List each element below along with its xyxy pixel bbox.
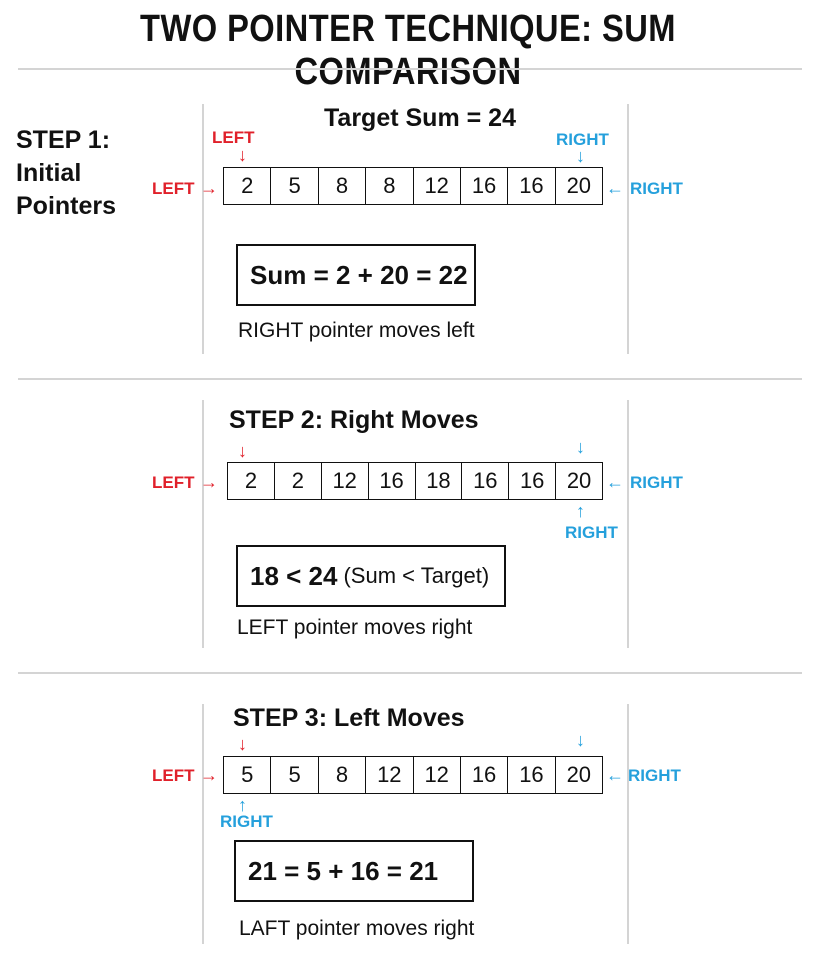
down-arrow-icon: ↓ xyxy=(238,441,247,461)
down-arrow-icon: ↓ xyxy=(238,145,247,165)
step2-right-rule xyxy=(627,400,629,648)
step2-sum-condition: (Sum < Target) xyxy=(343,563,490,588)
array-cell: 16 xyxy=(508,463,555,499)
step2-sum-comparison: 18 < 24 xyxy=(250,560,338,591)
down-arrow-icon: ↓ xyxy=(238,734,247,754)
down-arrow-icon: ↓ xyxy=(576,730,585,750)
array-cell: 5 xyxy=(270,168,317,204)
array-cell: 2 xyxy=(273,463,321,499)
array-cell: 8 xyxy=(365,168,412,204)
step1-sum-box: Sum = 2 + 20 = 22 xyxy=(236,244,476,306)
step2-sum-box: 18 < 24 (Sum < Target) xyxy=(236,545,506,607)
left-arrow-icon: ← xyxy=(606,765,624,785)
array-cell: 18 xyxy=(414,463,462,499)
array-cell: 16 xyxy=(507,168,554,204)
array-cell: 16 xyxy=(507,757,554,793)
up-arrow-icon: ↑ xyxy=(576,501,585,521)
left-arrow-icon: ← xyxy=(606,472,624,492)
step2-right-bottom-label: RIGHT xyxy=(565,523,618,542)
array-cell: 16 xyxy=(461,463,508,499)
step3-left-side-label: LEFT xyxy=(152,766,195,785)
right-arrow-icon: → xyxy=(200,178,218,198)
step2-left-side-label: LEFT xyxy=(152,473,195,492)
right-arrow-icon: → xyxy=(200,765,218,785)
left-arrow-icon: ← xyxy=(606,178,624,198)
step1-right-rule xyxy=(627,104,629,354)
step1-array: 2 5 8 8 12 16 16 20 xyxy=(223,167,603,205)
step1-left-top-label: LEFT xyxy=(212,128,255,147)
step2-left-rule xyxy=(202,400,204,648)
right-arrow-icon: → xyxy=(200,472,218,492)
divider-step2-step3 xyxy=(18,672,802,674)
array-cell: 8 xyxy=(317,757,365,793)
array-cell: 20 xyxy=(554,168,602,204)
array-cell: 16 xyxy=(367,463,415,499)
array-cell: 5 xyxy=(241,762,254,787)
array-cell: 16 xyxy=(459,757,507,793)
array-cell: 12 xyxy=(412,757,460,793)
step1-right-side-label: RIGHT xyxy=(630,179,683,198)
step2-note: LEFT pointer moves right xyxy=(237,616,473,639)
up-arrow-icon: ↑ xyxy=(238,795,247,815)
down-arrow-icon: ↓ xyxy=(576,437,585,457)
array-cell: 12 xyxy=(412,168,460,204)
array-cell: 2 xyxy=(244,468,258,493)
array-cell: 12 xyxy=(320,463,368,499)
step3-sum-box: 21 = 5 + 16 = 21 xyxy=(234,840,474,902)
array-cell: 20 xyxy=(555,463,602,499)
step3-heading: STEP 3: Left Moves xyxy=(233,704,465,732)
step1-label-line1: STEP 1: xyxy=(16,126,111,154)
step3-right-side-label: RIGHT xyxy=(628,766,681,785)
down-arrow-icon: ↓ xyxy=(576,146,585,166)
step1-note: RIGHT pointer moves left xyxy=(238,319,475,342)
array-cell: 5 xyxy=(270,757,317,793)
step1-label-line2: Initial xyxy=(16,159,82,187)
step2-right-side-label: RIGHT xyxy=(630,473,683,492)
step3-array: 5 5 8 12 12 16 16 20 xyxy=(223,756,603,794)
top-divider xyxy=(18,68,802,70)
array-cell: 12 xyxy=(365,757,412,793)
divider-step1-step2 xyxy=(18,378,802,380)
step1-left-side-label: LEFT xyxy=(152,179,195,198)
array-cell: 20 xyxy=(554,757,602,793)
step3-left-rule xyxy=(202,704,204,944)
page-title: TWO POINTER TECHNIQUE: SUM COMPARISON xyxy=(140,8,676,93)
step1-label-line3: Pointers xyxy=(16,192,117,220)
step3-right-rule xyxy=(627,704,629,944)
step1-left-rule xyxy=(202,104,204,354)
step1-right-top-label: RIGHT xyxy=(556,130,609,149)
step2-heading: STEP 2: Right Moves xyxy=(229,406,479,434)
step1-label: STEP 1: Initial Pointers xyxy=(16,124,116,223)
step3-note: LAFT pointer moves right xyxy=(239,917,475,940)
array-cell: 2 xyxy=(241,173,254,198)
step3-right-bottom-label: RIGHT xyxy=(220,812,273,831)
target-sum: Target Sum = 24 xyxy=(324,104,516,132)
array-cell: 8 xyxy=(317,168,365,204)
array-cell: 16 xyxy=(459,168,507,204)
step2-array: 2 2 12 16 18 16 16 20 xyxy=(227,462,603,500)
